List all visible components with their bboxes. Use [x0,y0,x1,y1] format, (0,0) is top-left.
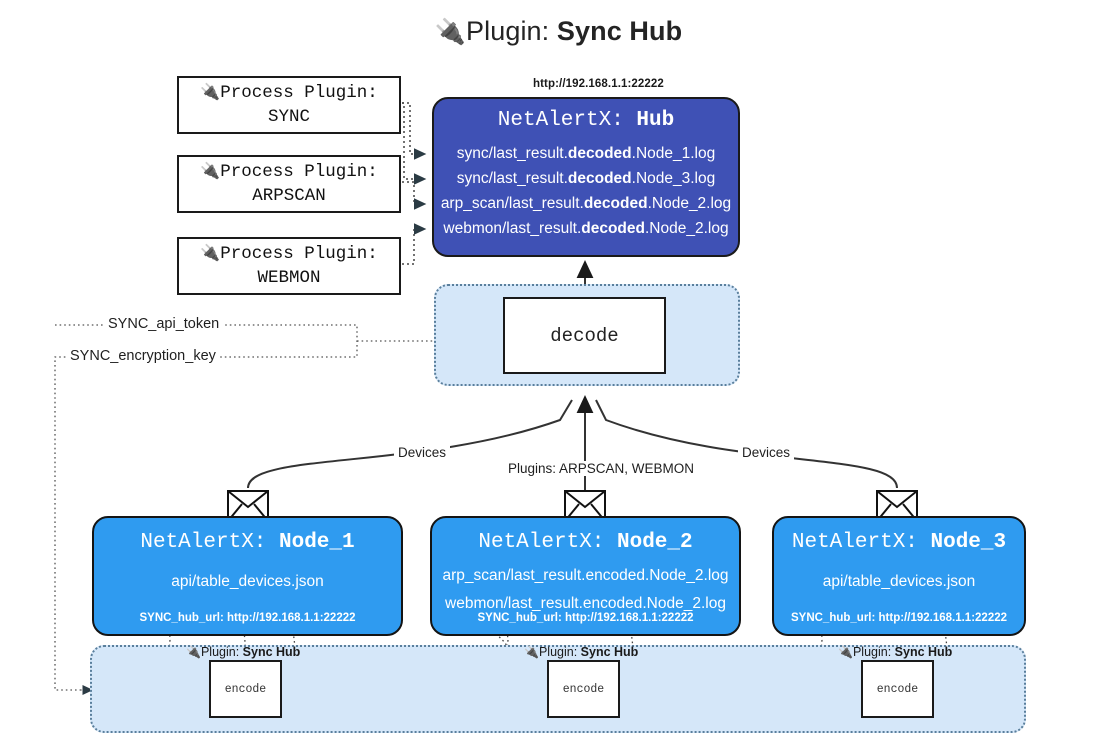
encoder-caption-prefix: Plugin: [852,645,895,659]
node-title-prefix: NetAlertX: [140,531,279,554]
encoder-caption-name: Sync Hub [580,645,639,659]
log-em: decoded [583,195,648,212]
plug-icon: 🔌 [434,18,467,46]
plug-icon: 🔌 [186,645,201,659]
encoder-caption-name: Sync Hub [242,645,301,659]
log-post: .Node_2.log [644,220,729,237]
log-post: .Node_1.log [631,145,716,162]
page-title: 🔌Plugin: Sync Hub [0,16,1117,47]
page-title-prefix: Plugin: [466,16,557,46]
node-hub-url: SYNC_hub_url: http://192.168.1.1:22222 [139,612,356,624]
plug-icon: 🔌 [524,645,539,659]
hub-log-list: sync/last_result.decoded.Node_1.log sync… [434,141,738,241]
log-post: .Node_2.log [647,195,732,212]
plug-icon: 🔌 [200,81,221,101]
node-title-name: Node_2 [617,531,693,554]
encoder-caption-name: Sync Hub [894,645,953,659]
node-title: NetAlertX: Node_3 [774,531,1024,554]
edge-label-devices-right: Devices [738,445,795,460]
hub-log-item: sync/last_result.decoded.Node_1.log [434,141,738,166]
hub-title-prefix: NetAlertX: [497,109,637,132]
process-plugin-name: SYNC [267,106,310,127]
plug-icon: 🔌 [200,242,221,262]
log-pre: arp_scan/last_result. [440,195,584,212]
encoder-caption-1: 🔌Plugin: Sync Hub [186,645,300,659]
node-1[interactable]: NetAlertX: Node_1 api/table_devices.json… [92,516,403,636]
log-pre: sync/last_result. [456,170,568,187]
node-title-prefix: NetAlertX: [791,531,931,554]
process-plugin-heading: Process Plugin: [220,82,378,103]
hub-title: NetAlertX: Hub [434,109,738,132]
process-plugin-arpscan[interactable]: 🔌Process Plugin: ARPSCAN [177,155,401,213]
node-title-prefix: NetAlertX: [478,531,617,554]
hub-log-item: webmon/last_result.decoded.Node_2.log [434,216,738,241]
node-3[interactable]: NetAlertX: Node_3 api/table_devices.json… [772,516,1026,636]
node-title-name: Node_1 [279,531,355,554]
encoder-caption-2: 🔌Plugin: Sync Hub [524,645,638,659]
process-plugin-sync[interactable]: 🔌Process Plugin: SYNC [177,76,401,134]
hub-node[interactable]: NetAlertX: Hub sync/last_result.decoded.… [432,97,740,257]
encode-box-1[interactable]: encode [209,660,282,718]
encode-box-3[interactable]: encode [861,660,934,718]
process-plugin-webmon[interactable]: 🔌Process Plugin: WEBMON [177,237,401,295]
process-plugin-heading: Process Plugin: [220,243,378,264]
process-plugin-name: ARPSCAN [252,185,326,206]
decode-box[interactable]: decode [503,297,666,374]
hub-url-label: http://192.168.1.1:22222 [533,78,664,90]
log-pre: sync/last_result. [456,145,568,162]
log-em: decoded [567,145,632,162]
node-title-name: Node_3 [930,531,1007,554]
hub-log-item: sync/last_result.decoded.Node_3.log [434,166,738,191]
process-plugin-name: WEBMON [257,267,321,288]
log-pre: webmon/last_result. [443,220,582,237]
process-plugin-heading: Process Plugin: [220,161,378,182]
plug-icon: 🔌 [838,645,853,659]
edge-label-devices-left: Devices [394,445,451,460]
node-detail-line: arp_scan/last_result.encoded.Node_2.log [442,567,729,584]
edge-label-plugins-center: Plugins: ARPSCAN, WEBMON [504,461,699,476]
node-detail-line: api/table_devices.json [171,573,324,590]
log-post: .Node_3.log [631,170,716,187]
encoder-caption-3: 🔌Plugin: Sync Hub [838,645,952,659]
sync-api-token-label: SYNC_api_token [104,316,224,332]
log-em: decoded [567,170,632,187]
plug-icon: 🔌 [200,160,221,180]
node-2[interactable]: NetAlertX: Node_2 arp_scan/last_result.e… [430,516,741,636]
page-title-name: Sync Hub [556,16,683,46]
hub-title-name: Hub [636,109,675,132]
hub-log-item: arp_scan/last_result.decoded.Node_2.log [434,191,738,216]
encode-box-2[interactable]: encode [547,660,620,718]
encoder-caption-prefix: Plugin: [200,645,243,659]
node-title: NetAlertX: Node_1 [94,531,401,554]
encoder-caption-prefix: Plugin: [538,645,581,659]
node-title: NetAlertX: Node_2 [432,531,739,554]
node-hub-url: SYNC_hub_url: http://192.168.1.1:22222 [790,612,1008,624]
sync-encryption-key-label: SYNC_encryption_key [66,348,220,364]
log-em: decoded [581,220,645,237]
node-hub-url: SYNC_hub_url: http://192.168.1.1:22222 [477,612,694,624]
node-detail-line: api/table_devices.json [822,573,976,590]
node-detail-line: webmon/last_result.encoded.Node_2.log [445,595,726,612]
